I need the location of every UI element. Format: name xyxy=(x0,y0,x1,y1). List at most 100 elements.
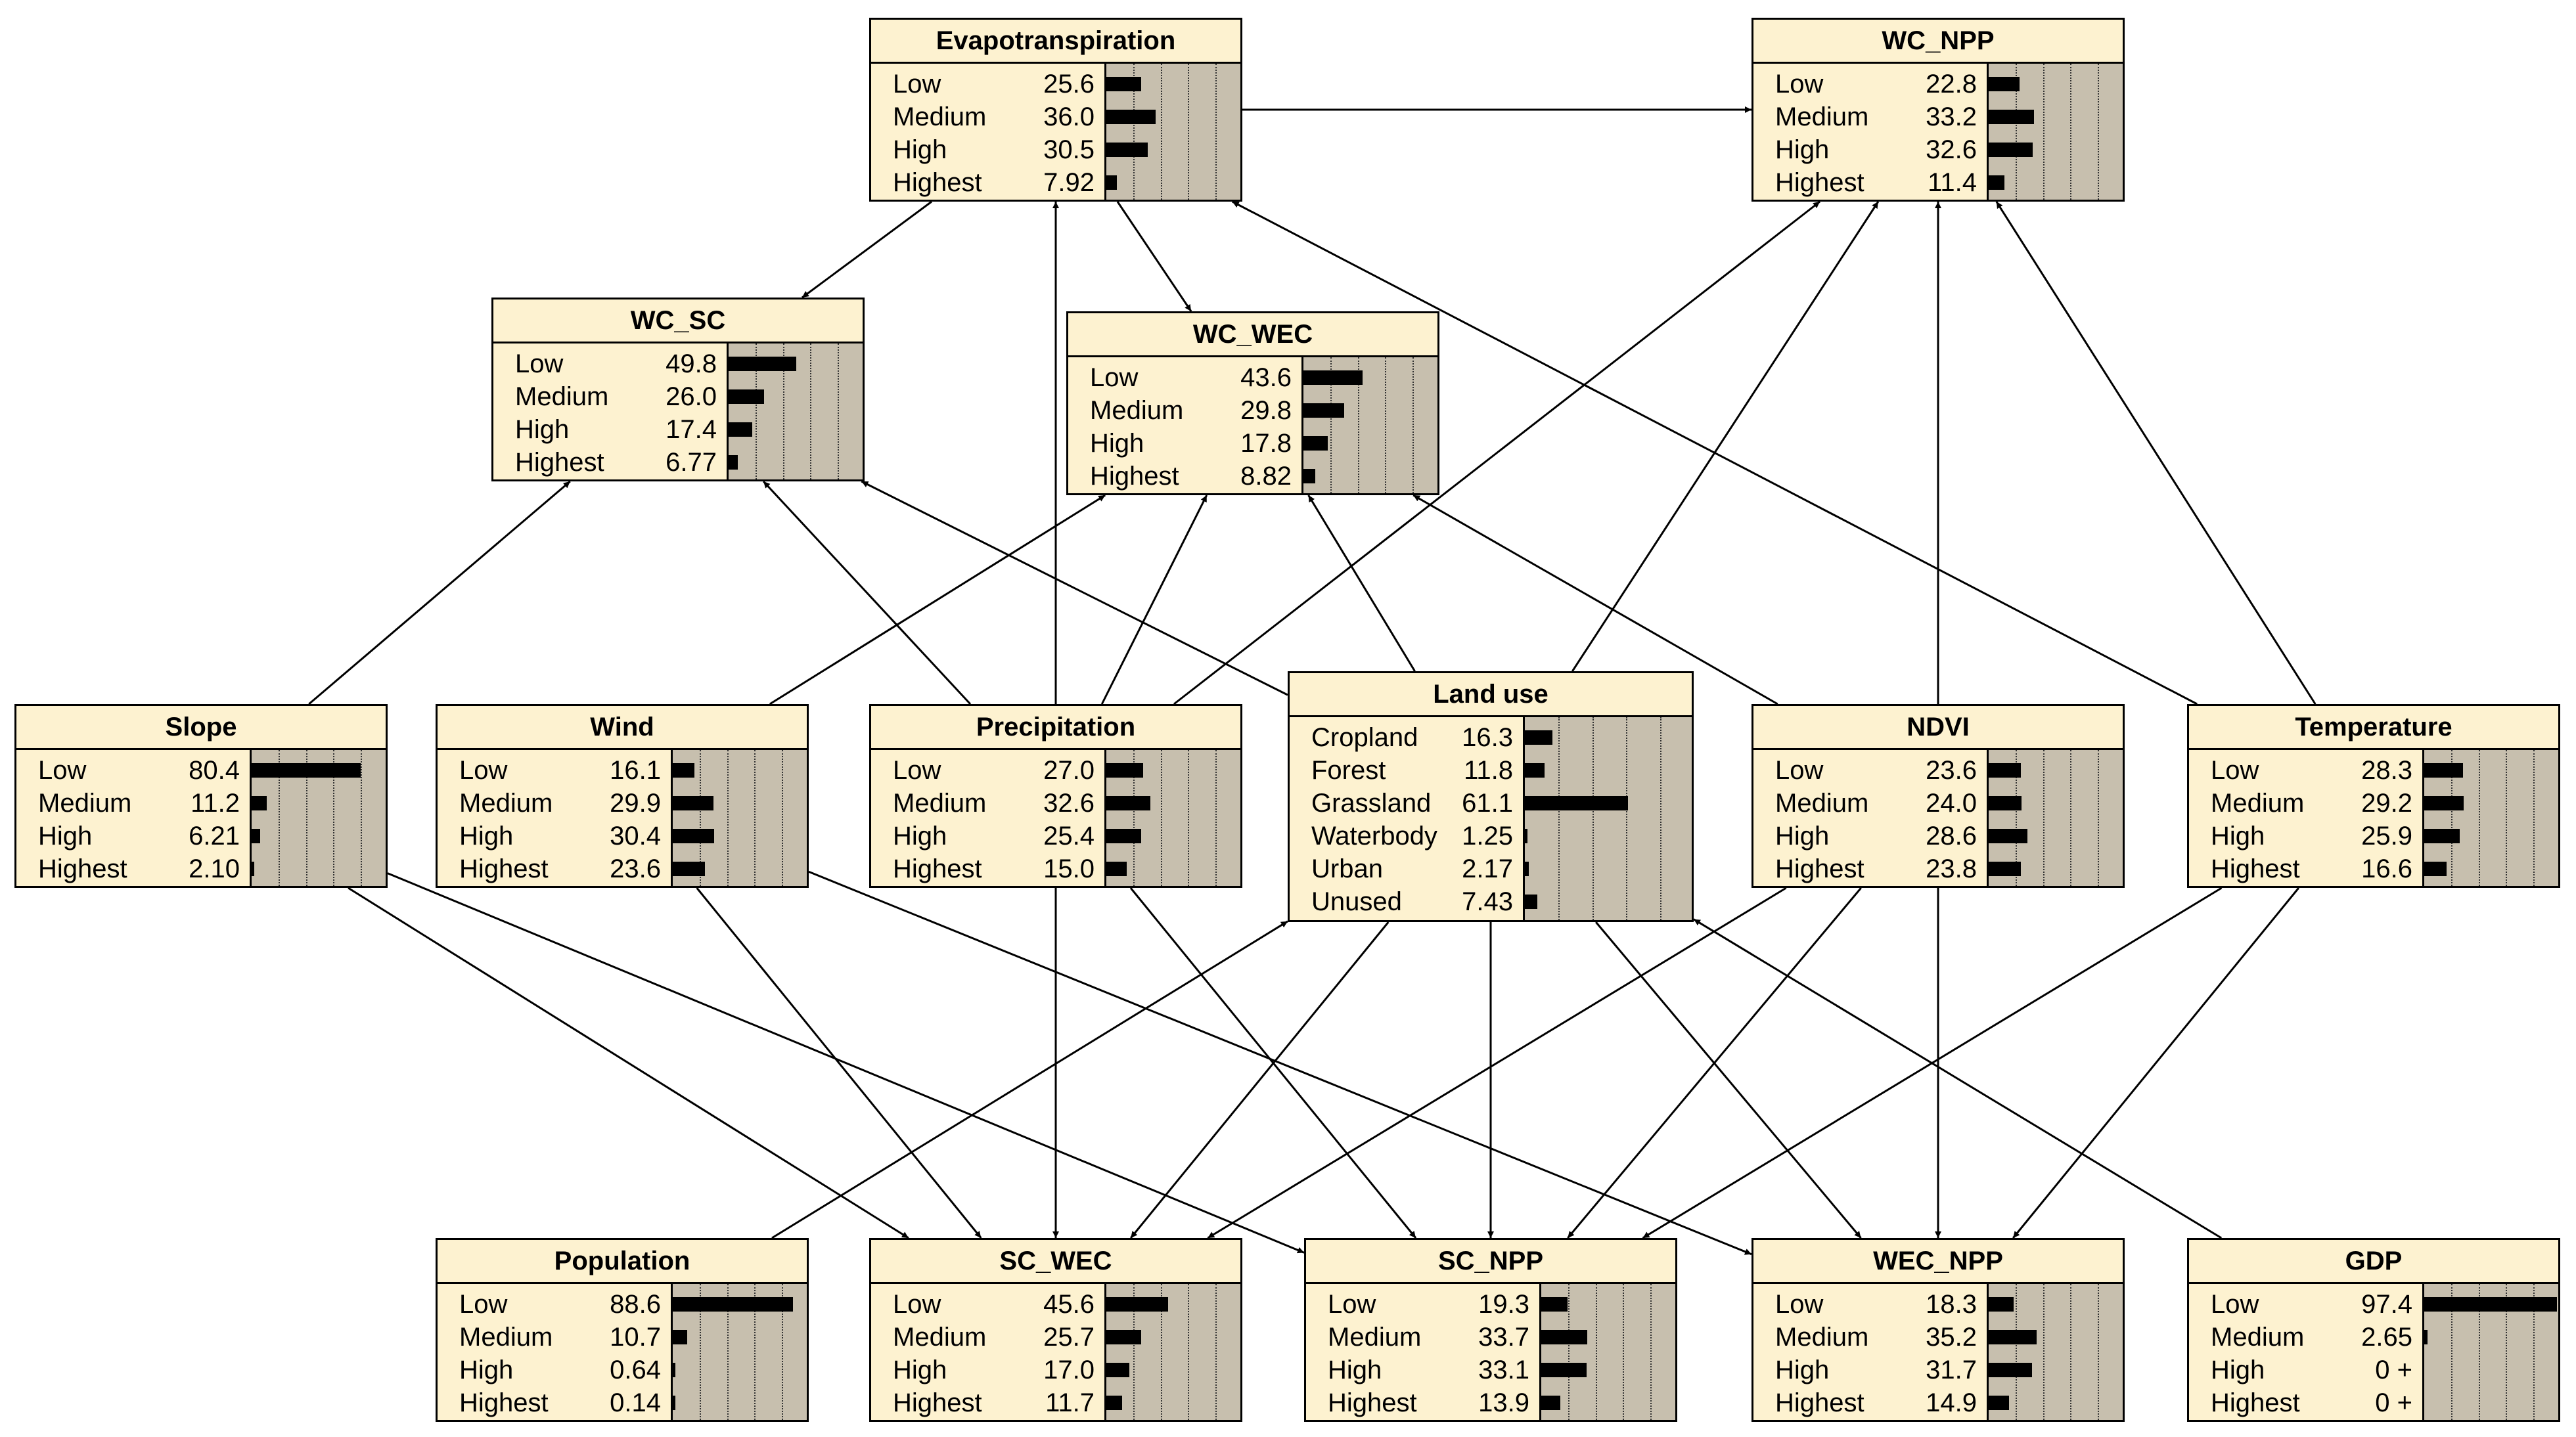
gauge-tick xyxy=(2098,64,2099,200)
state-name: High xyxy=(1090,429,1144,458)
state-name: Highest xyxy=(2211,1388,2300,1417)
edge-precipitation-to-wc-sc xyxy=(762,480,972,705)
edge-ndvi-to-sc-npp xyxy=(1567,887,1862,1239)
belief-gauge xyxy=(1539,1284,1675,1420)
state-probability: 31.7 xyxy=(1926,1356,1977,1384)
edge-temperature-to-evapotranspiration xyxy=(1232,200,2198,705)
probability-bar xyxy=(1525,829,1527,843)
state-probability: 13.9 xyxy=(1478,1388,1529,1417)
state-name: High xyxy=(38,822,93,851)
probability-bar xyxy=(2424,1330,2428,1344)
state-name: Grassland xyxy=(1311,789,1432,818)
state-probability: 2.10 xyxy=(189,854,240,883)
edge-temperature-to-wec-npp xyxy=(2012,887,2299,1239)
state-name: Medium xyxy=(459,789,553,818)
belief-gauge xyxy=(250,750,386,886)
state-probability: 30.5 xyxy=(1043,135,1095,164)
probability-bar xyxy=(2424,763,2463,778)
state-name: Highest xyxy=(515,448,604,477)
